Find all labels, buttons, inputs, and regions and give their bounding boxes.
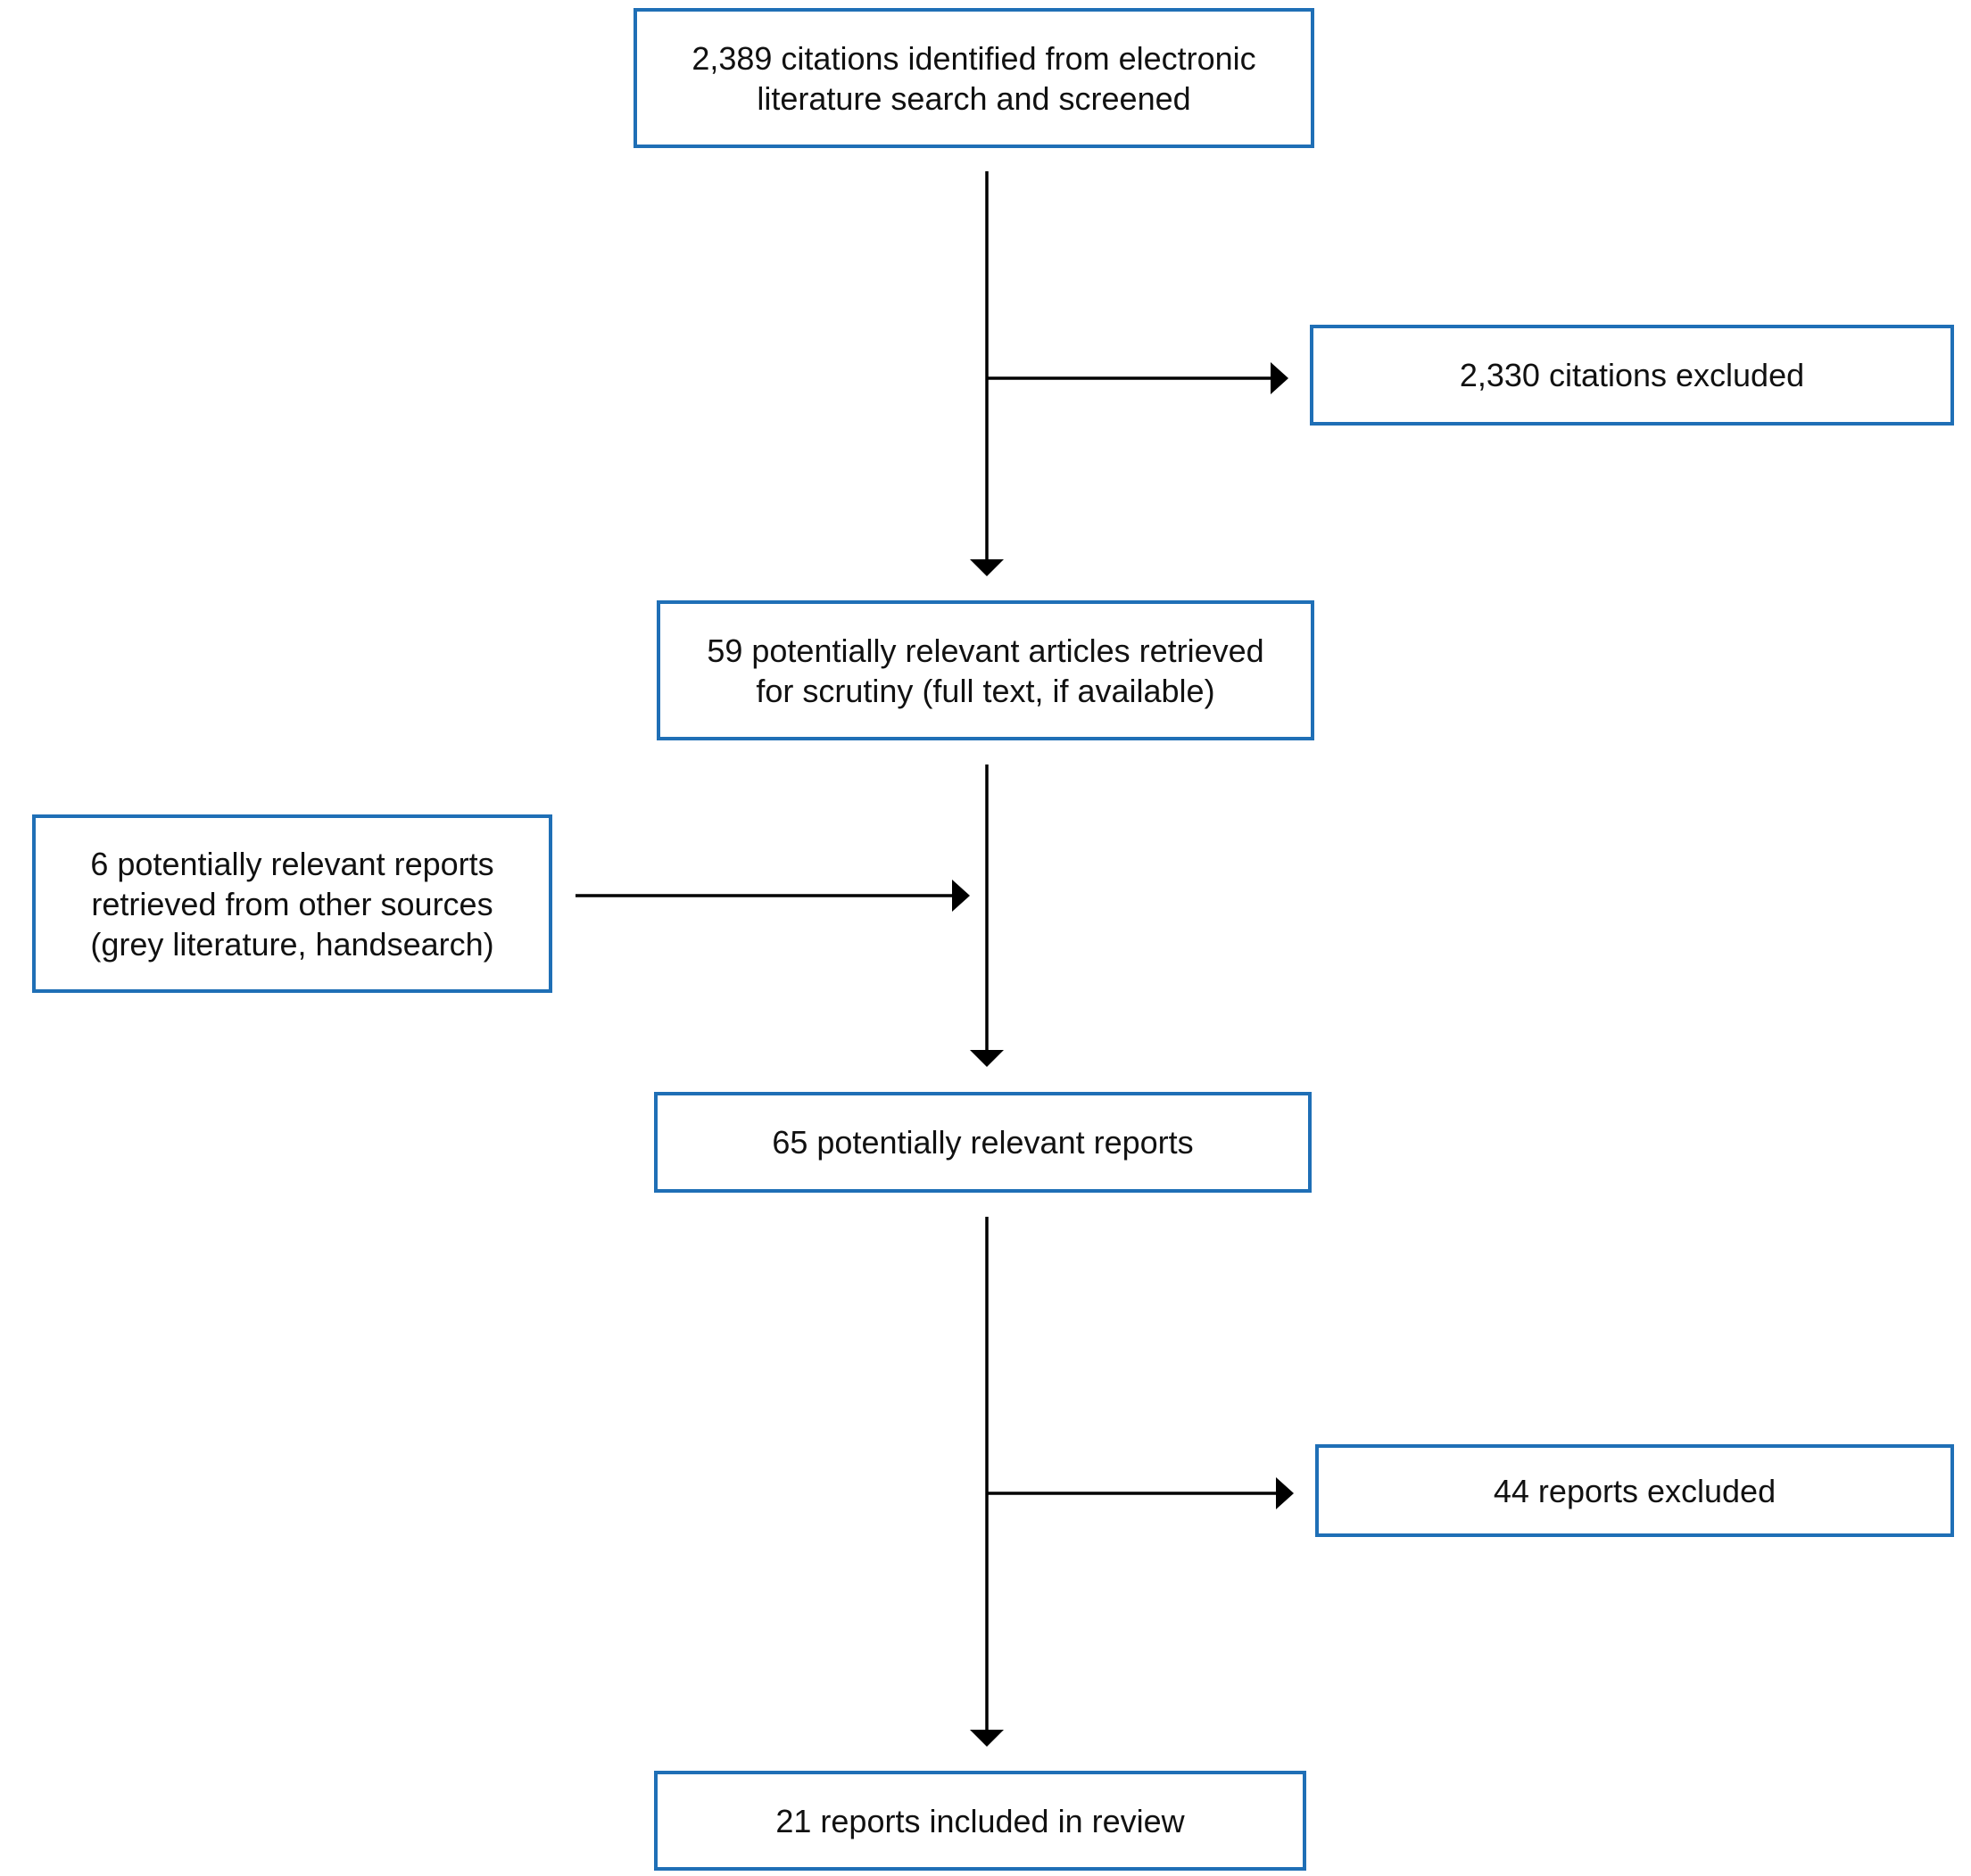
box-other-sources: 6 potentially relevant reports retrieved…: [32, 814, 552, 993]
box-identified-line1: 2,389 citations identified from electron…: [692, 39, 1256, 77]
box-other-sources-line3: (grey literature, handsearch): [90, 925, 494, 963]
box-identified: 2,389 citations identified from electron…: [634, 8, 1314, 148]
box-included: 21 reports included in review: [654, 1771, 1306, 1871]
box-excluded-reports-text: 44 reports excluded: [1493, 1472, 1776, 1509]
box-included-text: 21 reports included in review: [775, 1802, 1185, 1839]
box-retrieved-line2: for scrutiny (full text, if available): [756, 672, 1215, 709]
box-other-sources-line1: 6 potentially relevant reports: [90, 845, 494, 882]
box-excluded-reports: 44 reports excluded: [1315, 1444, 1954, 1537]
box-identified-line2: literature search and screened: [757, 79, 1191, 117]
arrowhead-down-1: [970, 559, 1004, 576]
arrowhead-right-3: [1276, 1477, 1294, 1509]
arrowhead-right-1: [1271, 362, 1288, 394]
arrowhead-down-2: [970, 1050, 1004, 1067]
box-other-sources-line2: retrieved from other sources: [91, 885, 493, 922]
box-retrieved-line1: 59 potentially relevant articles retriev…: [707, 632, 1264, 669]
box-relevant-reports: 65 potentially relevant reports: [654, 1092, 1312, 1193]
box-retrieved: 59 potentially relevant articles retriev…: [657, 600, 1314, 740]
box-excluded-citations: 2,330 citations excluded: [1310, 325, 1954, 426]
arrowhead-down-3: [970, 1730, 1004, 1747]
box-relevant-reports-text: 65 potentially relevant reports: [772, 1124, 1194, 1161]
box-excluded-citations-text: 2,330 citations excluded: [1459, 357, 1805, 393]
arrowhead-right-2: [952, 880, 970, 912]
